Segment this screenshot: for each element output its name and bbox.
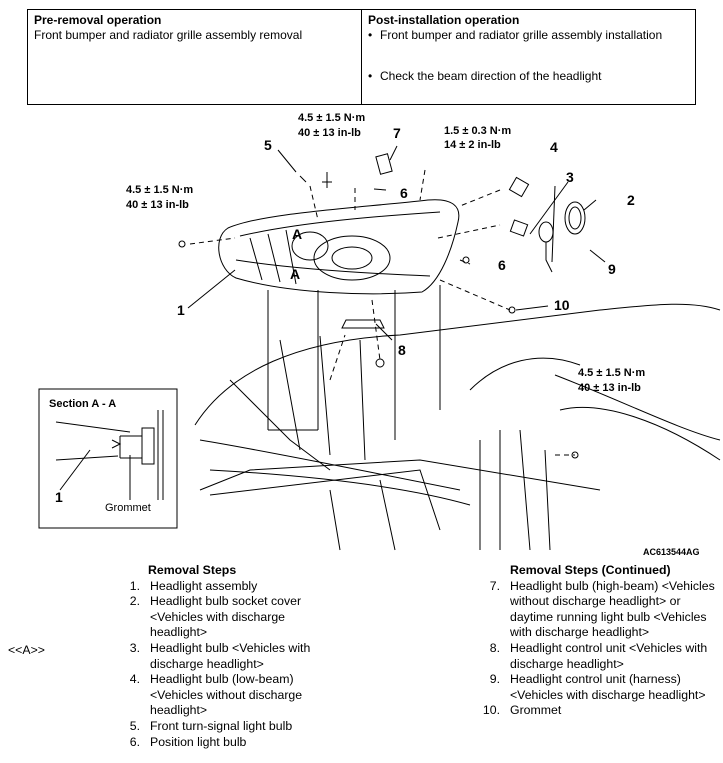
reference-mark: <<A>> — [8, 643, 45, 657]
removal-steps-title: Removal Steps — [148, 563, 237, 577]
section-title: Section A - A — [49, 398, 116, 410]
post-installation-item: Front bumper and radiator grille assembl… — [368, 28, 689, 43]
list-item: 2.Headlight bulb socket cover <Vehicles … — [129, 594, 302, 640]
torque-label: 4.5 ± 1.5 N·m — [298, 112, 365, 124]
callout-2: 2 — [627, 192, 635, 208]
list-item: 5.Front turn-signal light bulb — [129, 718, 293, 733]
pre-removal-column: Pre-removal operation Front bumper and r… — [28, 10, 361, 104]
pre-removal-heading: Pre-removal operation — [34, 13, 162, 27]
section-inset: Section A - A 1 Grommet — [38, 388, 178, 529]
section-part-number: 1 — [55, 489, 63, 505]
callout-4: 4 — [550, 139, 558, 155]
section-marker: A — [290, 266, 300, 282]
list-item: 1.Headlight assembly — [129, 578, 258, 593]
operations-table: Pre-removal operation Front bumper and r… — [27, 9, 696, 105]
figure-code: AC613544AG — [643, 547, 700, 557]
torque-label: 40 ± 13 in-lb — [298, 127, 361, 139]
callout-9: 9 — [608, 261, 616, 277]
exploded-diagram: 4.5 ± 1.5 N·m 40 ± 13 in-lb 1.5 ± 0.3 N·… — [38, 112, 721, 557]
post-installation-column: Post-installation operation Front bumper… — [361, 10, 695, 104]
callout-3: 3 — [566, 169, 574, 185]
grommet-label: Grommet — [105, 502, 151, 514]
post-installation-heading: Post-installation operation — [368, 13, 520, 27]
torque-label: 14 ± 2 in-lb — [444, 139, 501, 151]
callout-1: 1 — [177, 302, 185, 318]
callout-10: 10 — [554, 297, 570, 313]
torque-label: 4.5 ± 1.5 N·m — [126, 184, 193, 196]
pre-removal-item: Front bumper and radiator grille assembl… — [34, 28, 303, 42]
callout-6: 6 — [400, 185, 408, 201]
post-installation-item: Check the beam direction of the headligh… — [368, 69, 689, 84]
post-installation-list: Front bumper and radiator grille assembl… — [368, 28, 689, 84]
torque-label: 40 ± 13 in-lb — [126, 199, 189, 211]
torque-label: 40 ± 13 in-lb — [578, 382, 641, 394]
list-item: 4.Headlight bulb (low-beam) <Vehicles wi… — [129, 672, 303, 718]
removal-steps: Removal Steps 1.Headlight assembly 2.Hea… — [108, 563, 338, 750]
torque-label: 1.5 ± 0.3 N·m — [444, 125, 511, 137]
removal-steps-continued: Removal Steps (Continued) 7.Headlight bu… — [468, 563, 718, 719]
list-item: 10.Grommet — [482, 703, 562, 718]
callout-8: 8 — [398, 342, 406, 358]
list-item: 7.Headlight bulb (high-beam) <Vehicles w… — [489, 578, 715, 640]
torque-label: 4.5 ± 1.5 N·m — [578, 367, 645, 379]
callout-7: 7 — [393, 125, 401, 141]
list-item: 8.Headlight control unit <Vehicles with … — [489, 640, 708, 671]
list-item: 3.Headlight bulb <Vehicles with discharg… — [129, 640, 311, 671]
list-item: 6.Position light bulb — [129, 734, 247, 749]
removal-steps-continued-title: Removal Steps (Continued) — [510, 563, 671, 577]
list-item: 9.Headlight control unit (harness) <Vehi… — [489, 672, 706, 702]
section-marker: A — [292, 226, 302, 242]
headlight-housing — [218, 199, 460, 295]
callout-6: 6 — [498, 257, 506, 273]
callout-5: 5 — [264, 137, 272, 153]
